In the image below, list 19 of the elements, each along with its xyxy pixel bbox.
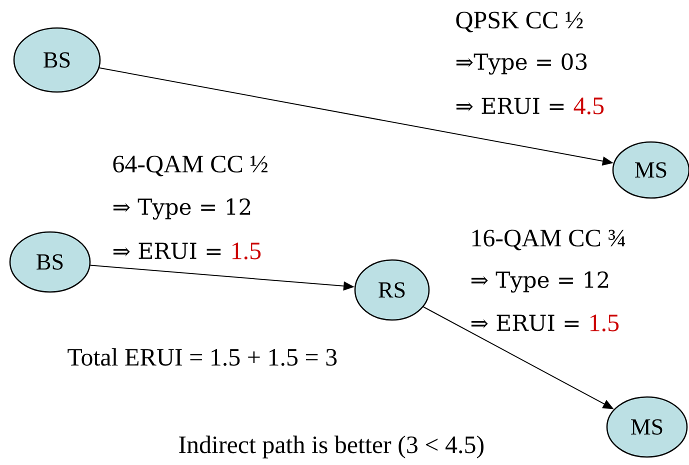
value-text: 1.5 xyxy=(590,314,619,332)
annotation-text: 16-QAM CC ¾ xyxy=(472,230,625,250)
ellipse-node: MS xyxy=(612,141,689,199)
ellipse-node: BS xyxy=(9,231,91,293)
annotation-text: QPSK CC ½ xyxy=(456,12,583,32)
annotation-text: ⇒ Type = 12 xyxy=(113,198,250,220)
ellipse-node: MS xyxy=(606,396,688,458)
annotation-text: Total ERUI = 1.5 + 1.5 = 3 xyxy=(68,348,337,366)
annotation-text: Indirect path is better (3 < 4.5) xyxy=(179,436,484,458)
annotation-text: ⇒ ERUI = xyxy=(113,242,221,260)
annotation-text: 64-QAM CC ½ xyxy=(113,156,268,176)
value-text: 1.5 xyxy=(232,242,261,260)
ellipse-node: BS xyxy=(13,27,101,93)
value-text: 4.5 xyxy=(574,98,604,114)
annotation-text: ⇒ Type = 12 xyxy=(471,271,608,293)
annotation-text: ⇒ ERUI = xyxy=(456,98,564,114)
annotation-text: ⇒ ERUI = xyxy=(471,314,579,332)
ellipse-node: RS xyxy=(354,259,430,321)
annotation-text: ⇒Type = 03 xyxy=(456,53,587,75)
